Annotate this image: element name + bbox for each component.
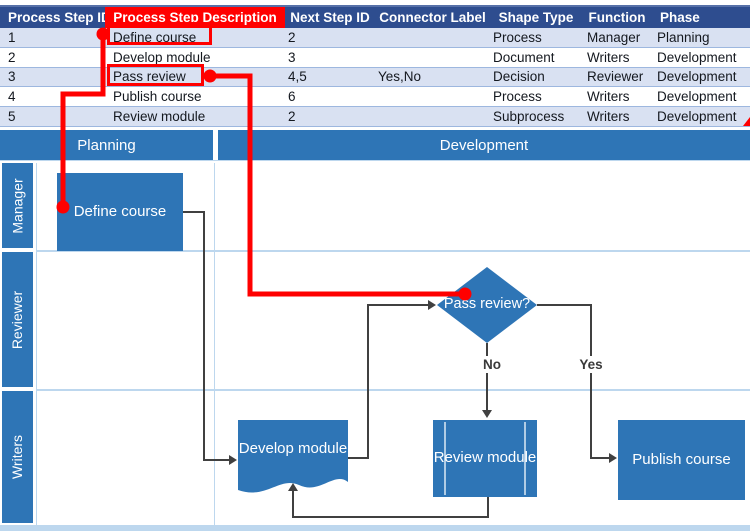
lane-divider-2 bbox=[36, 389, 750, 391]
cell-shape-type[interactable]: Subprocess bbox=[493, 109, 565, 125]
subprocess-shape-review-module[interactable] bbox=[433, 420, 537, 497]
cell-step-id[interactable]: 3 bbox=[8, 69, 16, 85]
cell-phase[interactable]: Development bbox=[657, 89, 737, 105]
cell-phase[interactable]: Development bbox=[657, 69, 737, 85]
col-header-next-step-id[interactable]: Next Step ID bbox=[290, 10, 370, 25]
phase-header-planning[interactable]: Planning bbox=[0, 130, 213, 160]
cell-shape-type[interactable]: Document bbox=[493, 49, 555, 65]
publish-course-label: Publish course bbox=[632, 450, 731, 468]
connector-review-to-develop[interactable] bbox=[292, 491, 489, 518]
cell-phase[interactable]: Planning bbox=[657, 29, 710, 45]
connector-develop-to-decision[interactable] bbox=[348, 304, 429, 459]
cell-next-step[interactable]: 2 bbox=[288, 29, 296, 45]
cell-function[interactable]: Writers bbox=[587, 49, 630, 65]
swimlane-label-reviewer[interactable]: Reviewer bbox=[2, 252, 33, 387]
arrowhead-right-icon bbox=[428, 300, 436, 310]
pass-review-label: Pass review? bbox=[443, 295, 531, 312]
connector-label-no: No bbox=[477, 356, 507, 373]
cell-shape-type[interactable]: Process bbox=[493, 29, 542, 45]
annotation-box-define-course bbox=[107, 22, 212, 45]
arrowhead-right-icon bbox=[609, 453, 617, 463]
cell-step-id[interactable]: 2 bbox=[8, 49, 16, 65]
connector-define-to-develop[interactable] bbox=[183, 211, 230, 461]
document-shape-develop-module[interactable] bbox=[238, 420, 348, 493]
cell-function[interactable]: Reviewer bbox=[587, 69, 644, 85]
lane-left-line bbox=[36, 163, 37, 525]
develop-module-label: Develop module bbox=[238, 439, 348, 457]
review-module-label: Review module bbox=[433, 449, 537, 467]
cell-shape-type[interactable]: Decision bbox=[493, 69, 545, 85]
phase-divider-line bbox=[214, 163, 215, 525]
swimlane-label-manager[interactable]: Manager bbox=[2, 163, 33, 248]
cell-description[interactable]: Develop module bbox=[113, 49, 211, 65]
process-shape-publish-course[interactable] bbox=[618, 420, 745, 500]
cell-phase[interactable]: Development bbox=[657, 109, 737, 125]
col-header-process-step-id[interactable]: Process Step ID bbox=[8, 10, 105, 25]
cell-function[interactable]: Writers bbox=[587, 89, 630, 105]
arrowhead-up-icon bbox=[288, 483, 298, 491]
arrowhead-down-icon bbox=[482, 410, 492, 418]
cell-phase[interactable]: Development bbox=[657, 49, 737, 65]
connector-label-yes: Yes bbox=[574, 356, 608, 373]
swimlane-label-writers[interactable]: Writers bbox=[2, 391, 33, 523]
cell-step-id[interactable]: 5 bbox=[8, 109, 16, 125]
cell-description[interactable]: Publish course bbox=[113, 89, 202, 105]
cell-function[interactable]: Writers bbox=[587, 109, 630, 125]
decision-shape-pass-review[interactable] bbox=[437, 267, 537, 343]
cell-description[interactable]: Pass review bbox=[113, 69, 186, 85]
cell-step-id[interactable]: 1 bbox=[8, 29, 16, 45]
cell-function[interactable]: Manager bbox=[587, 29, 641, 45]
cell-step-id[interactable]: 4 bbox=[8, 89, 16, 105]
cell-next-step[interactable]: 3 bbox=[288, 49, 296, 65]
arrowhead-right-icon bbox=[229, 455, 237, 465]
connector-yes-to-publish[interactable] bbox=[537, 304, 609, 459]
col-header-phase[interactable]: Phase bbox=[660, 10, 700, 25]
annotation-box-pass-review bbox=[107, 64, 204, 86]
cell-description[interactable]: Review module bbox=[113, 109, 206, 125]
col-header-function[interactable]: Function bbox=[588, 10, 646, 25]
col-header-connector-label[interactable]: Connector Label bbox=[379, 10, 486, 25]
table-row: 2 Develop module 3 Document Writers Deve… bbox=[0, 48, 750, 68]
diagram-bottom-band bbox=[0, 525, 750, 531]
define-course-label: Define course bbox=[73, 202, 167, 220]
cell-shape-type[interactable]: Process bbox=[493, 89, 542, 105]
cell-description[interactable]: Define course bbox=[113, 29, 197, 45]
col-header-shape-type[interactable]: Shape Type bbox=[498, 10, 574, 25]
